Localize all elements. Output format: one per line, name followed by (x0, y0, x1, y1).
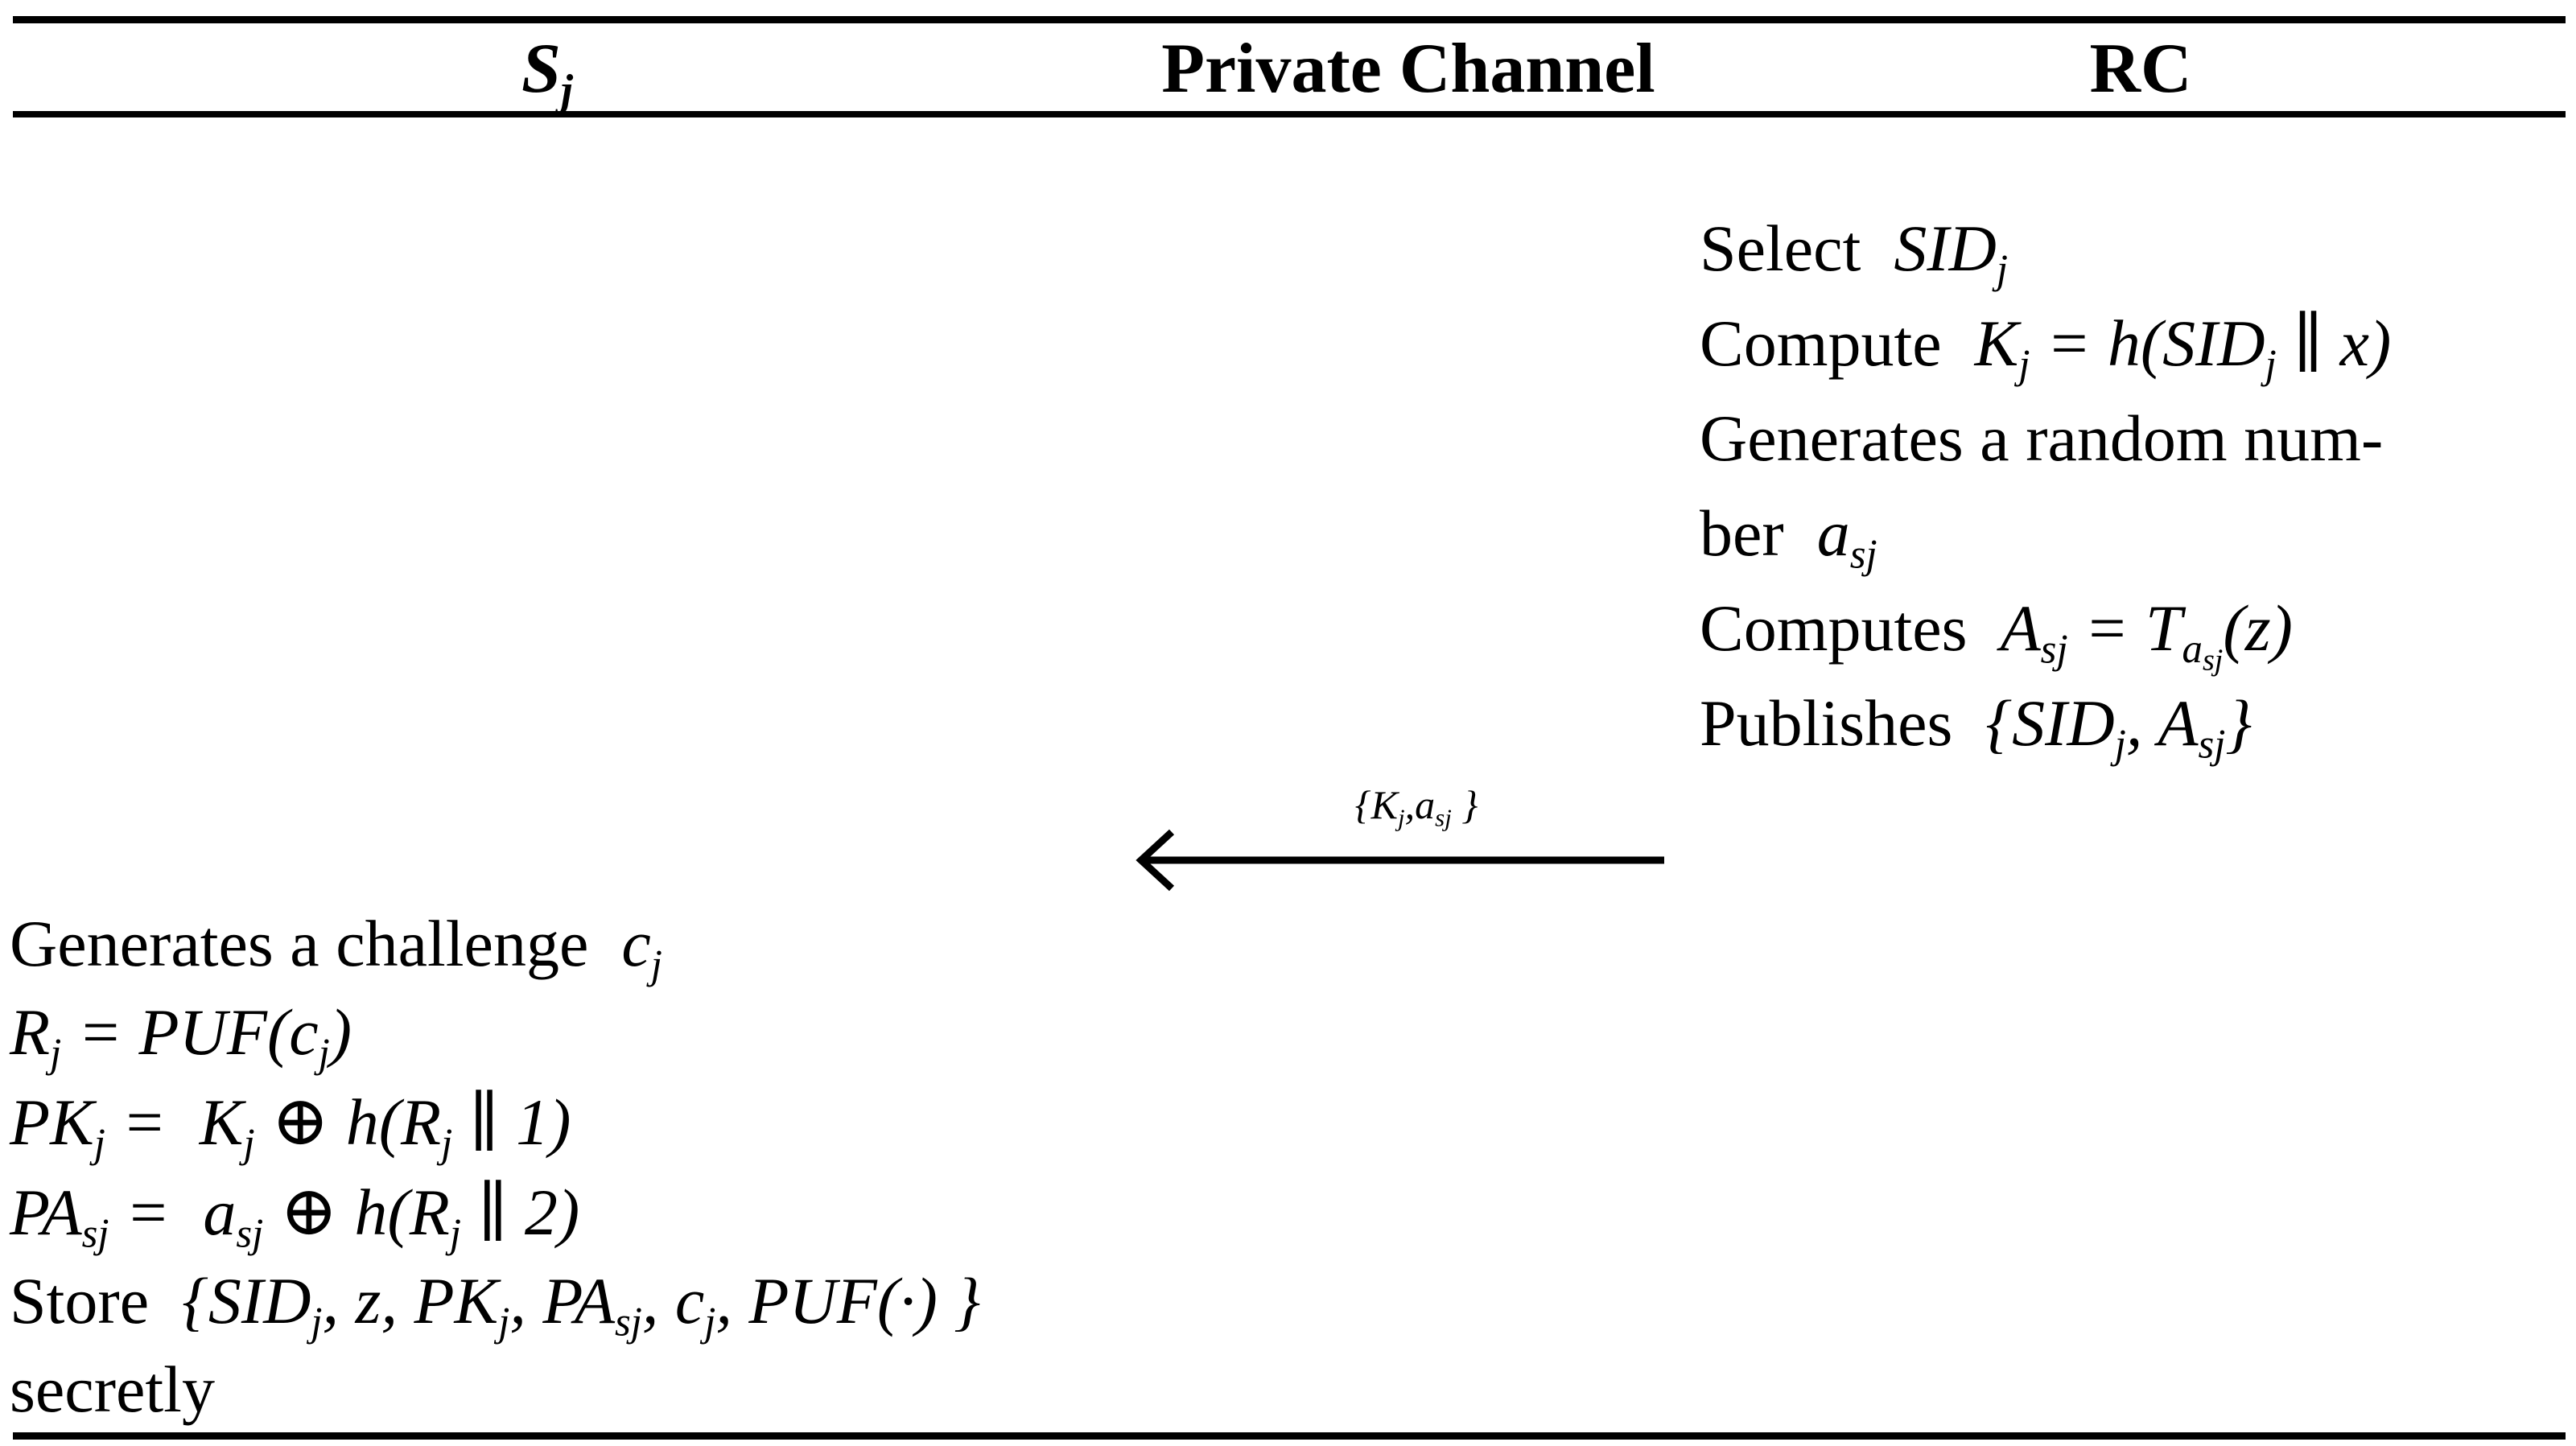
math-expression: {SIDj, z, PKj, PAsj, cj, PUF(·) } (182, 1264, 981, 1345)
protocol-step-line: PKj = Kj ⊕ h(Rj ∥ 1) (10, 1077, 1265, 1167)
subscript: j (498, 1299, 510, 1345)
table-top-rule (13, 16, 2566, 23)
math-expression: cj (621, 907, 662, 987)
subscript: j (50, 1030, 62, 1076)
step-text: Computes (1700, 591, 2001, 665)
subscript: j (318, 1030, 330, 1076)
subscript: j (2114, 721, 2126, 767)
protocol-step-line: Generates a random num- (1700, 391, 2576, 486)
step-text: Generates a random num- (1700, 402, 2384, 475)
step-text: secretly (10, 1353, 215, 1426)
header-separator-rule (13, 111, 2566, 117)
subscript: sj (1435, 803, 1452, 832)
subscript: sj (2198, 721, 2226, 767)
protocol-step-line: Generates a challenge cj (10, 900, 1265, 988)
math-expression: asj (1816, 496, 1877, 577)
protocol-step-line: secretly (10, 1345, 1265, 1434)
math-expression: {SIDj, Asj} (1985, 686, 2252, 767)
protocol-step-line: Compute Kj = h(SIDj ∥ x) (1700, 296, 2576, 391)
subscript: j (441, 1120, 453, 1166)
xor-operator: ⊕ (271, 1082, 330, 1160)
protocol-step-line: PAsj = asj ⊕ h(Rj ∥ 2) (10, 1167, 1265, 1257)
subscript: j (243, 1120, 255, 1166)
protocol-step-line: Rj = PUF(cj) (10, 988, 1265, 1077)
step-text: Store (10, 1264, 183, 1337)
protocol-step-line: Select SIDj (1700, 201, 2576, 296)
subscript: j (2265, 341, 2277, 387)
message-label: {Kj,asj } (1354, 782, 1478, 832)
subscript: sj (1849, 531, 1877, 577)
math-expression: Rj = PUF(cj) (10, 995, 352, 1076)
math-expression: SIDj (1894, 212, 2009, 292)
column-header-sj: Sj (521, 30, 574, 115)
step-text: Select (1700, 212, 1894, 285)
subscript: j (93, 1120, 105, 1166)
step-text: Publishes (1700, 686, 1986, 760)
subscript: j (704, 1299, 716, 1345)
column-header-private-channel: Private Channel (1161, 30, 1655, 108)
math-expression: Asj = Tasj(z) (2000, 591, 2293, 678)
protocol-step-line: ber asj (1700, 486, 2576, 581)
math-expression: Kj = h(SIDj ∥ x) (1974, 307, 2392, 387)
math-expression: PAsj = asj ⊕ h(Rj ∥ 2) (10, 1172, 580, 1256)
step-text: Generates a challenge (10, 907, 622, 980)
subscript: sj (236, 1210, 264, 1256)
subscript: asj (2182, 626, 2224, 678)
message-arrow-left-icon (1136, 829, 1664, 892)
subscript: j (1996, 246, 2009, 292)
protocol-step-line: Publishes {SIDj, Asj} (1700, 676, 2576, 771)
subscript: sj (2040, 626, 2068, 672)
subscript: j (1398, 803, 1405, 832)
subscript: j (560, 65, 574, 115)
subscript: sj (614, 1299, 642, 1345)
subscript: j (650, 941, 662, 987)
column-header-rc: RC (2089, 30, 2192, 108)
subscript: sj (2202, 643, 2224, 678)
step-text: ber (1700, 496, 1817, 570)
step-text: Compute (1700, 307, 1975, 380)
protocol-step-line: Computes Asj = Tasj(z) (1700, 581, 2576, 676)
xor-operator: ⊕ (279, 1172, 338, 1250)
subscript: sj (81, 1210, 109, 1256)
math-expression: PKj = Kj ⊕ h(Rj ∥ 1) (10, 1082, 571, 1166)
subscript: j (449, 1210, 461, 1256)
subscript: j (311, 1299, 323, 1345)
table-bottom-rule (13, 1432, 2566, 1440)
protocol-step-line: Store {SIDj, z, PKj, PAsj, cj, PUF(·) } (10, 1257, 1265, 1345)
subscript: j (2018, 341, 2030, 387)
